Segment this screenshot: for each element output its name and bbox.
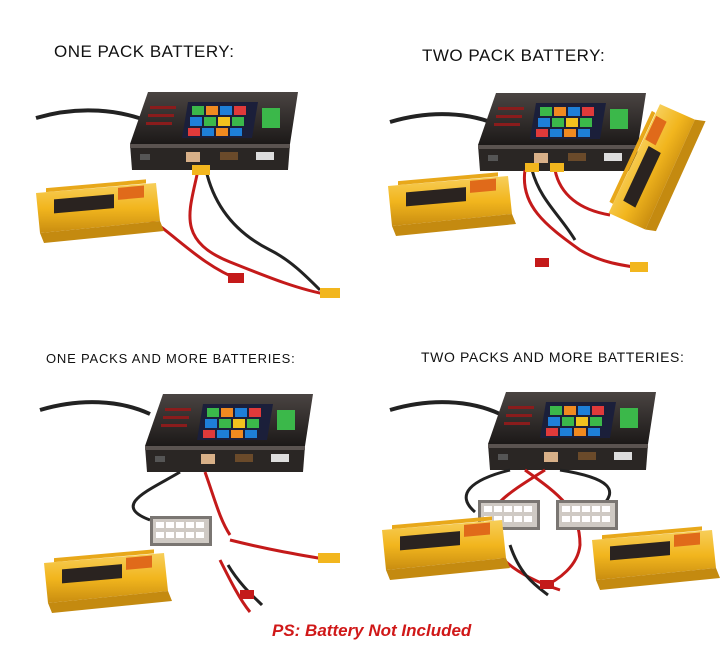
caption-two-pack: TWO PACK BATTERY: [422, 46, 606, 65]
caption-one-pack-more: ONE PACKS AND MORE BATTERIES: [46, 351, 296, 366]
panel-two-pack [388, 93, 716, 272]
panel-one-pack [35, 92, 340, 298]
caption-two-pack-more: TWO PACKS AND MORE BATTERIES: [421, 349, 685, 365]
panel-two-pack-more [382, 392, 720, 597]
battery-not-included-note: PS: Battery Not Included [272, 621, 472, 640]
caption-one-pack: ONE PACK BATTERY: [54, 42, 235, 61]
panel-one-pack-more [39, 394, 340, 613]
